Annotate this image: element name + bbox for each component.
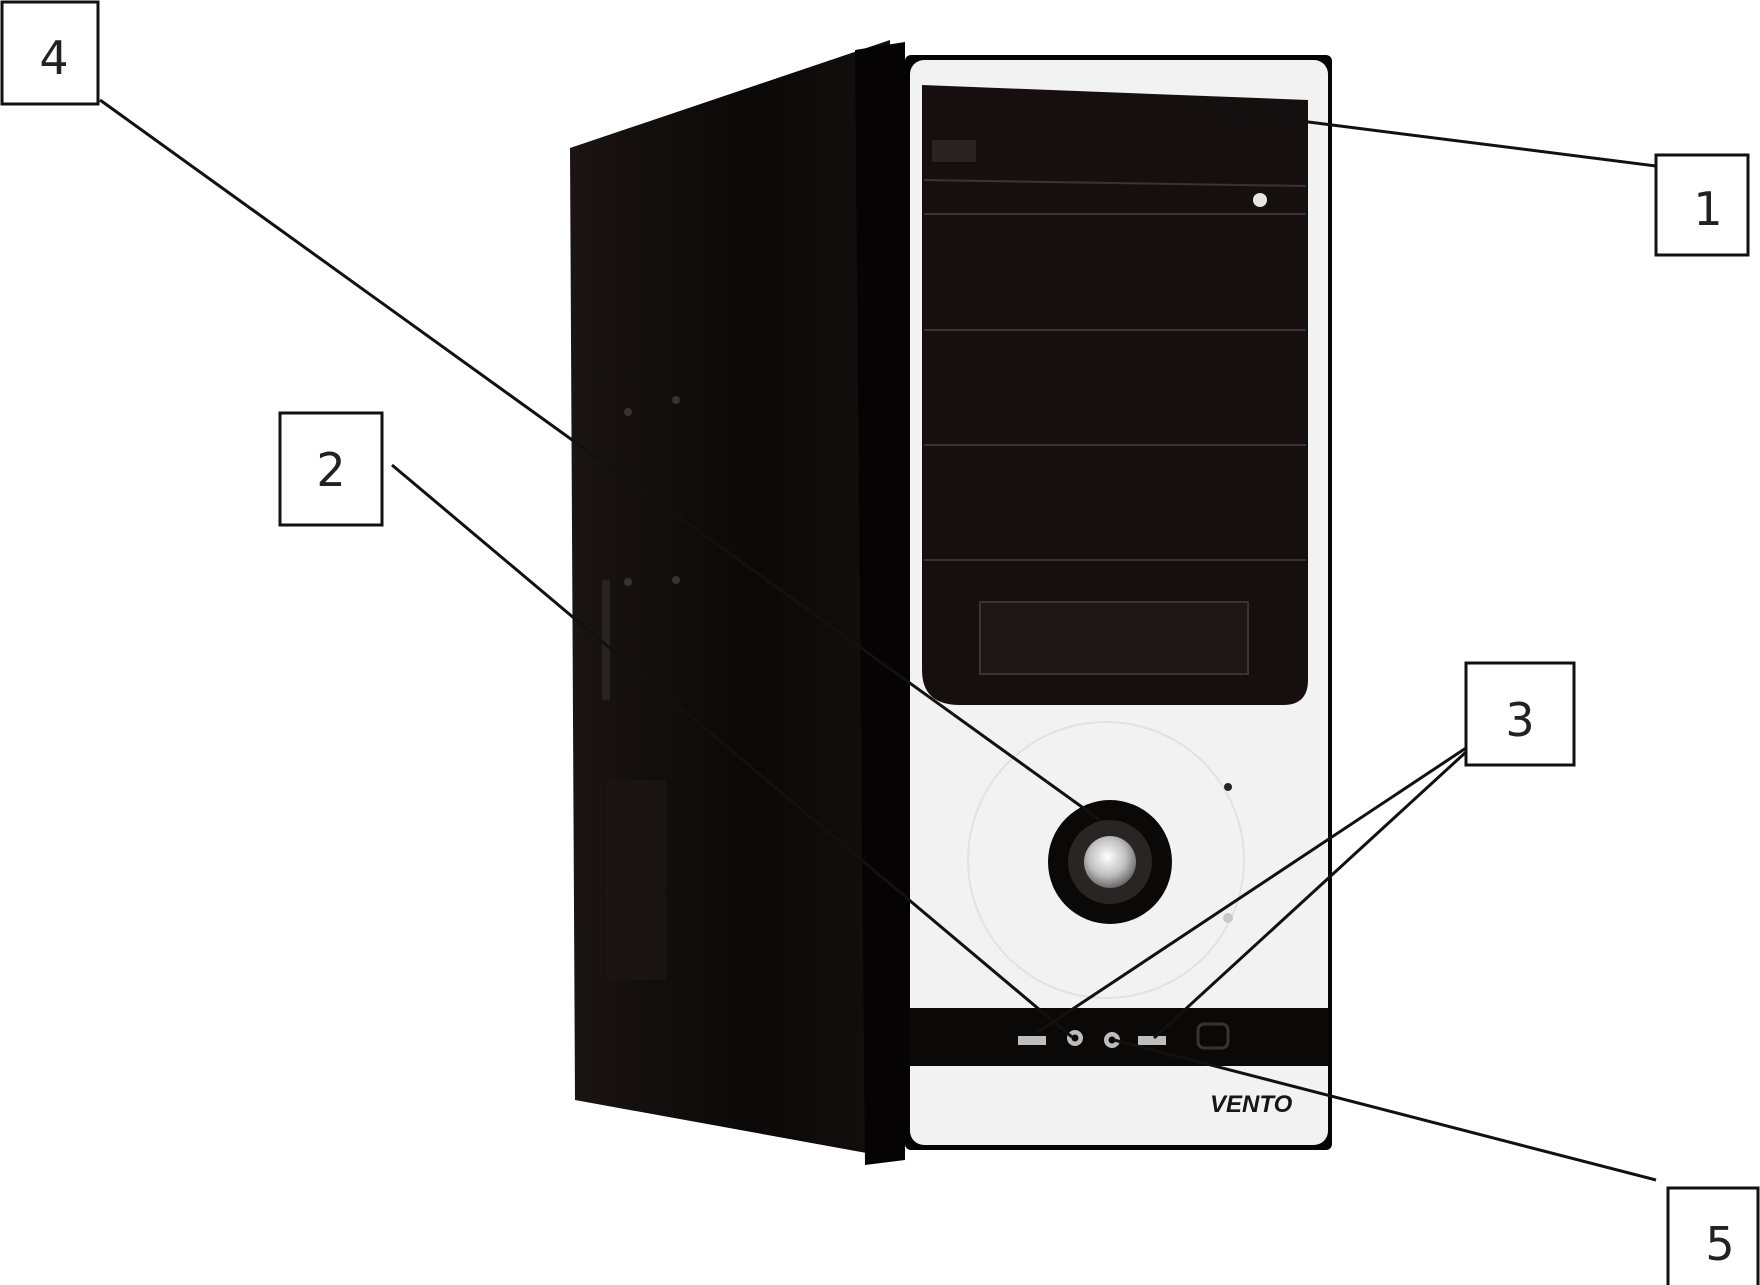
callout-4: 4 [0, 0, 100, 106]
callout-3: 3 [1464, 661, 1576, 767]
power-led [1224, 783, 1232, 791]
leader-line-1 [1181, 104, 1657, 168]
small-drive-bay [979, 601, 1249, 675]
optical-drive [923, 140, 1307, 215]
front-ports [1018, 1022, 1230, 1050]
brand-logo-text: VENTO [1210, 1091, 1293, 1118]
leader-lines [99, 98, 1657, 1182]
leader-line-3b [1152, 750, 1468, 1040]
side-vent [606, 780, 666, 980]
brand-logo: VENTO [1210, 1091, 1293, 1118]
callout-1: 1 [1654, 153, 1750, 257]
leader-line-4 [99, 98, 1101, 822]
callout-5-label: 5 [1705, 1217, 1734, 1271]
callout-2-label: 2 [316, 443, 345, 497]
reset-button [1223, 913, 1233, 923]
drive-bay-area [922, 85, 1308, 705]
power-button [1048, 800, 1172, 924]
leader-line-2 [391, 463, 1073, 1039]
leader-line-5 [1113, 1038, 1657, 1182]
callout-1-label: 1 [1693, 182, 1722, 236]
tower-side-panel [570, 40, 905, 1165]
callout-3-label: 3 [1505, 693, 1534, 747]
callout-2: 2 [278, 411, 384, 527]
usb-port-left [1018, 1036, 1046, 1045]
callout-4-label: 4 [39, 31, 68, 85]
callout-5: 5 [1666, 1186, 1760, 1285]
eject-button [1253, 193, 1267, 207]
tower-front-panel: VENTO [905, 55, 1332, 1150]
usb-port-right [1138, 1036, 1166, 1045]
leader-line-3a [1037, 746, 1467, 1034]
